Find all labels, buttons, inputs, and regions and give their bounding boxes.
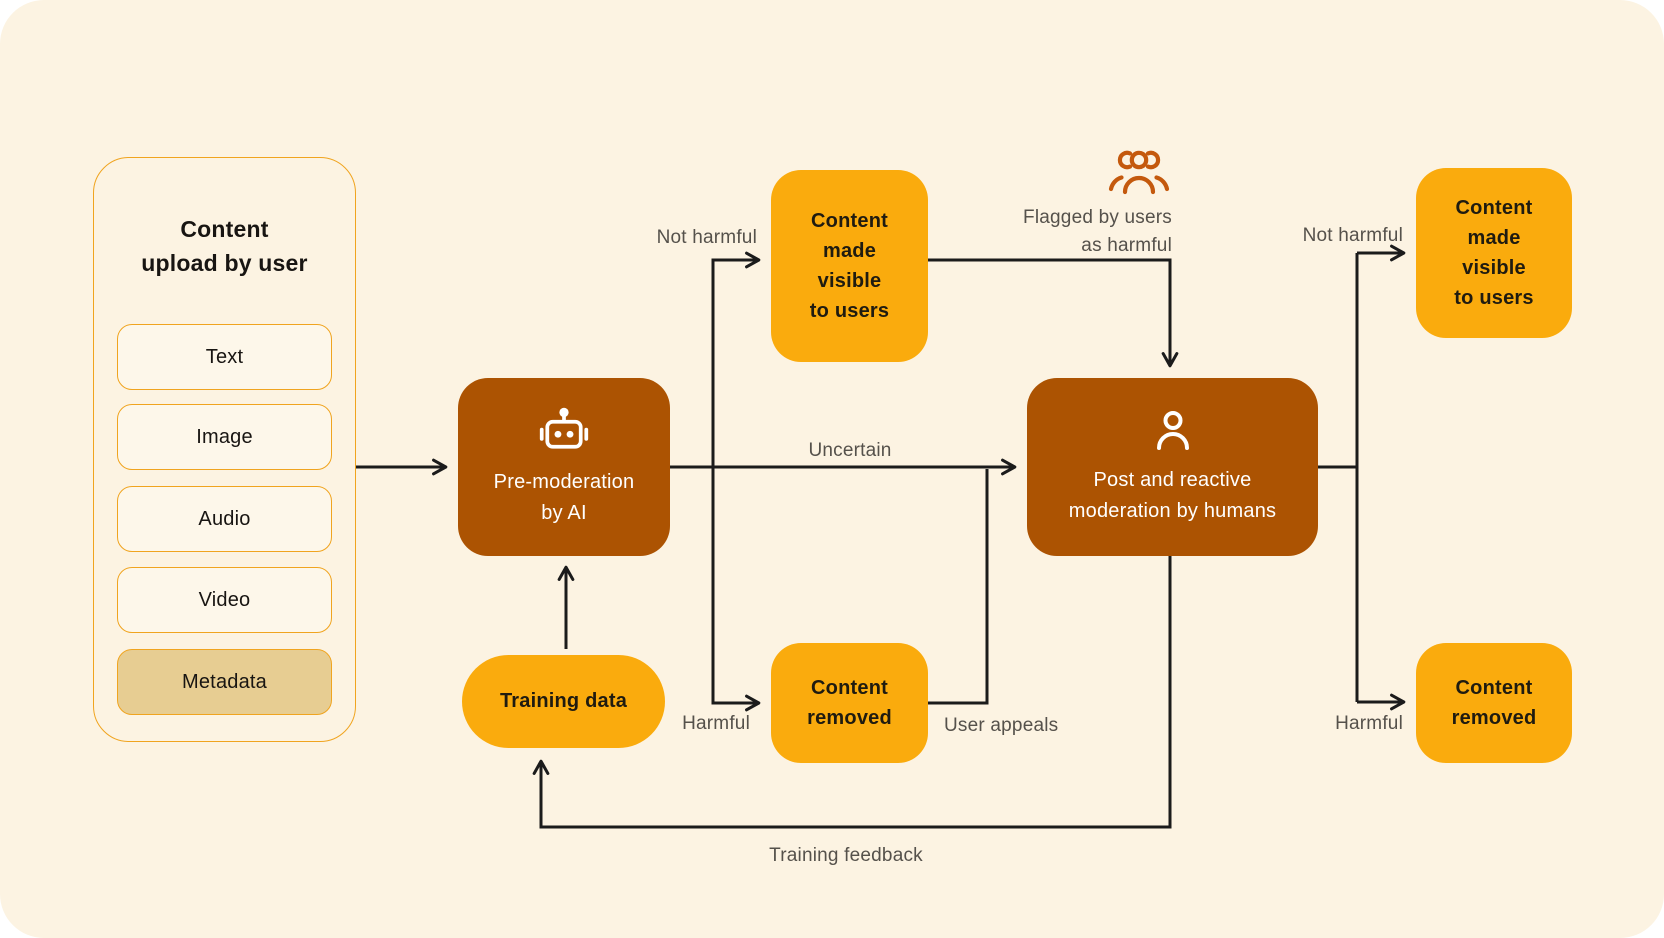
edge-label-training-feedback: Training feedback: [769, 845, 923, 866]
node-label: Post and reactive moderation by humans: [1068, 469, 1277, 522]
edge-label-harmful-right: Harmful: [1335, 713, 1403, 734]
node-content-removed-mid: Content removed: [771, 643, 928, 763]
people-icon: [1108, 149, 1170, 195]
node-content-removed-right: Content removed: [1416, 643, 1572, 763]
upload-panel: [93, 157, 356, 742]
upload-panel-title: Content upload by user: [141, 216, 308, 277]
node-label: Training data: [499, 690, 628, 712]
node-label: Pre-moderation by AI: [493, 471, 635, 524]
upload-item-text: Text: [117, 324, 332, 390]
node-label: Content removed: [1451, 677, 1537, 729]
node-pre-moderation-by-ai: Pre-moderation by AI: [458, 378, 670, 556]
edge-label-flagged-by-users: Flagged by users as harmful: [1023, 207, 1172, 256]
edge-label-not-harmful-right: Not harmful: [1302, 225, 1403, 246]
upload-item-metadata: Metadata: [117, 649, 332, 715]
node-training-data: Training data: [462, 655, 665, 748]
edge-label-uncertain: Uncertain: [808, 440, 892, 461]
node-human-moderation: Post and reactive moderation by humans: [1027, 378, 1318, 556]
node-label: Content made visible to users: [1454, 197, 1534, 309]
upload-item-video: Video: [117, 567, 332, 633]
person-icon: [1149, 407, 1197, 455]
node-content-visible-right: Content made visible to users: [1416, 168, 1572, 338]
robot-icon: [538, 405, 590, 457]
upload-item-audio: Audio: [117, 486, 332, 552]
edge-label-harmful-left: Harmful: [682, 713, 750, 734]
node-label: Content made visible to users: [809, 210, 890, 322]
node-content-visible-mid: Content made visible to users: [771, 170, 928, 362]
edge-label-not-harmful-left: Not harmful: [656, 227, 757, 248]
upload-item-image: Image: [117, 404, 332, 470]
node-label: Content removed: [807, 677, 892, 729]
edge-label-user-appeals: User appeals: [944, 715, 1059, 736]
